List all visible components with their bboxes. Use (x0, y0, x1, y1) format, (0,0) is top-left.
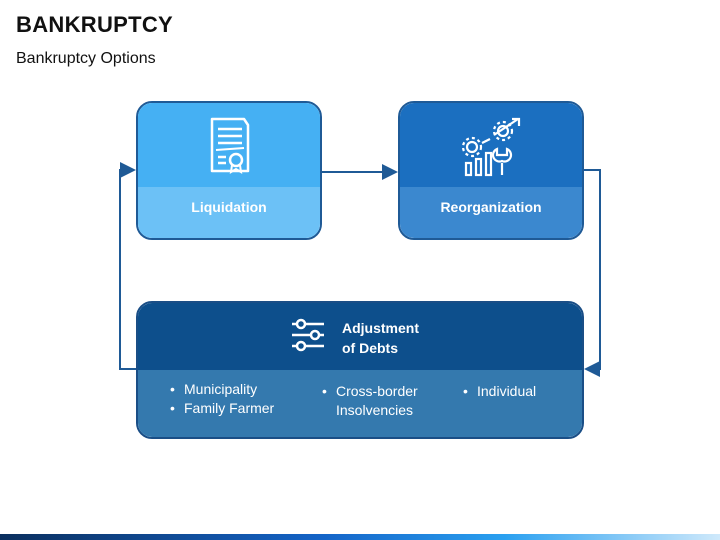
reorganization-card-bottom: Reorganization (400, 187, 582, 238)
liquidation-card-top (138, 103, 320, 187)
bullet-list-col3: Individual (463, 382, 536, 401)
liquidation-card-bottom: Liquidation (138, 187, 320, 238)
list-item: Municipality (170, 380, 274, 399)
gears-chart-wrench-icon (460, 117, 524, 177)
reorganization-card: Reorganization (398, 101, 584, 240)
list-item-line1: Cross-border (336, 383, 418, 399)
liquidation-label: Liquidation (191, 199, 267, 215)
sliders-icon (290, 317, 326, 353)
adjustment-title-line2: of Debts (342, 340, 398, 356)
arrow-adjustment-to-liquidation (119, 162, 136, 370)
reorganization-card-top (400, 103, 582, 187)
reorganization-label: Reorganization (440, 199, 542, 215)
document-certificate-icon (208, 117, 252, 175)
list-item-line2: Insolvencies (336, 402, 414, 418)
list-item: Individual (463, 382, 536, 401)
bullet-list-col1: Municipality Family Farmer (170, 380, 274, 418)
adjustment-card: Adjustment of Debts Municipality Family … (136, 301, 584, 439)
arrow-reorganization-to-adjustment (584, 169, 601, 377)
page-subtitle: Bankruptcy Options (16, 50, 156, 67)
adjustment-card-top: Adjustment of Debts (138, 303, 582, 370)
bullet-list-col2: Cross-border Insolvencies (322, 382, 418, 420)
adjustment-title-line1: Adjustment (342, 320, 419, 336)
page-title: BANKRUPTCY (16, 12, 173, 37)
list-item: Cross-border Insolvencies (322, 382, 418, 420)
liquidation-card: Liquidation (136, 101, 322, 240)
footer-gradient-bar (0, 534, 720, 540)
list-item: Family Farmer (170, 399, 274, 418)
adjustment-title: Adjustment of Debts (342, 318, 462, 358)
